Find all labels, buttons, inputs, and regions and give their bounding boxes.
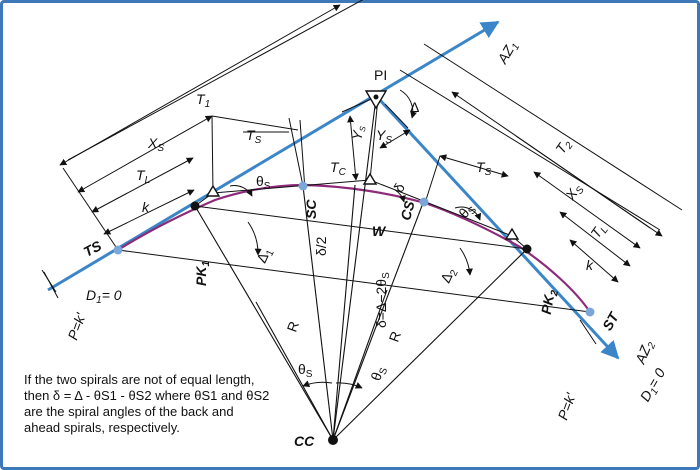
k2-label: k bbox=[586, 257, 594, 273]
d2-label: D1= 0 bbox=[637, 365, 671, 405]
ts-spiral-label: TS bbox=[246, 127, 262, 146]
note-line-4: ahead spirals, respectively. bbox=[24, 420, 180, 435]
st-label: ST bbox=[599, 308, 623, 333]
delta2-label: Δ2 bbox=[437, 265, 461, 287]
pk2-point bbox=[522, 244, 532, 254]
spiral-note: If the two spirals are not of equal leng… bbox=[24, 372, 314, 436]
note-line-3: are the spiral angles of the back and bbox=[24, 404, 234, 419]
ys2-label: YS bbox=[348, 124, 367, 142]
t1-label: T1 bbox=[196, 91, 210, 110]
spiral-curve bbox=[117, 183, 591, 313]
d1-label: D1= 0 bbox=[86, 287, 122, 306]
az1-label: AZ1 bbox=[494, 38, 523, 69]
dimension-lines-ahead bbox=[399, 43, 683, 345]
dimension-lines-back bbox=[41, 0, 364, 299]
pk2-label: PK2 bbox=[538, 288, 561, 316]
delta-formula-label: δ=Δ−2θS bbox=[373, 272, 392, 328]
pk1-label: PK1 bbox=[193, 261, 212, 286]
tl-label: TL bbox=[136, 167, 150, 186]
xs2-label: XS bbox=[561, 180, 587, 205]
sc-label: SC bbox=[303, 199, 319, 219]
delta1-label: Δ1 bbox=[253, 245, 277, 267]
cc-label: CC bbox=[294, 433, 315, 449]
theta-s-label-3: θS bbox=[298, 361, 313, 380]
angle-arcs bbox=[229, 89, 482, 389]
p-k-label-1: P=k' bbox=[64, 310, 89, 342]
tc-label: TC bbox=[330, 159, 347, 178]
ts-point bbox=[113, 245, 123, 255]
r-label-1: R bbox=[283, 319, 301, 334]
tl2-label: TL bbox=[587, 220, 611, 242]
cs-point bbox=[419, 197, 429, 207]
note-line-2: then δ = Δ - θS1 - θS2 where θS1 and θS2 bbox=[24, 388, 270, 403]
ts-label: TS bbox=[81, 237, 105, 260]
pk1-point bbox=[190, 201, 200, 211]
delta-label: Δ bbox=[410, 99, 419, 115]
ts2-spiral-label: TS bbox=[476, 159, 492, 178]
ys-label: YS bbox=[376, 127, 392, 146]
theta-s-label-1: θS bbox=[256, 173, 271, 192]
p-k-label-2: P=k' bbox=[554, 390, 579, 422]
az2-label: AZ2 bbox=[632, 338, 659, 368]
st-point bbox=[585, 307, 595, 317]
sc-point bbox=[298, 181, 308, 191]
theta-s-label-4: θS bbox=[367, 363, 390, 383]
note-line-1: If the two spirals are not of equal leng… bbox=[24, 372, 255, 387]
pi-label: PI bbox=[374, 67, 387, 83]
delta-small-label: δ bbox=[390, 180, 408, 195]
k-label: k bbox=[142, 199, 150, 215]
w-label: W bbox=[372, 223, 387, 239]
xs-label: XS bbox=[147, 135, 164, 154]
cc-point bbox=[328, 435, 338, 445]
delta-half-label: δ/2 bbox=[313, 236, 329, 256]
r-label-2: R bbox=[385, 329, 403, 344]
radius-lines bbox=[194, 97, 528, 441]
cs-label: CS bbox=[397, 198, 418, 222]
pi-dot bbox=[373, 94, 379, 100]
